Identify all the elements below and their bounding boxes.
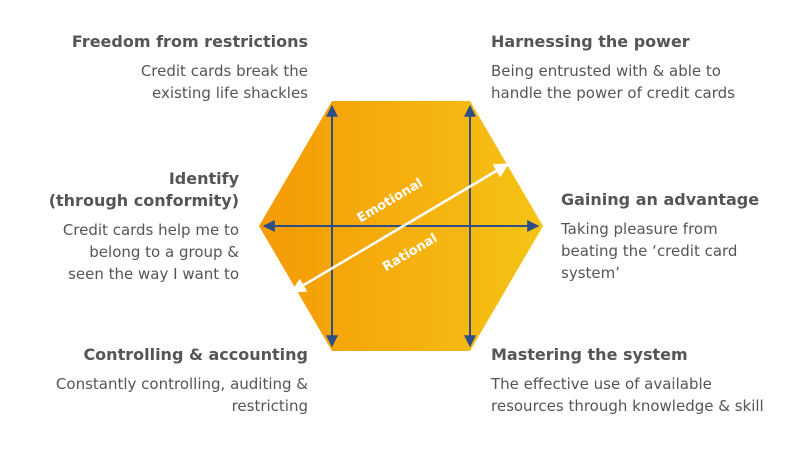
- segment-title: Freedom from restrictions: [71, 32, 308, 51]
- emotional-rational-diagonal-arrow: [290, 162, 510, 294]
- segment-description: The effective use of available resources…: [491, 375, 764, 415]
- segment-title: Identify (through conformity): [48, 169, 239, 210]
- segment-top-left: Freedom from restrictions Credit cards b…: [8, 31, 308, 104]
- segment-middle-right: Gaining an advantage Taking pleasure fro…: [561, 189, 800, 284]
- segment-description: Being entrusted with & able to handle th…: [491, 62, 735, 102]
- segment-description: Credit cards help me to belong to a grou…: [62, 221, 239, 283]
- segment-top-right: Harnessing the power Being entrusted wit…: [491, 31, 791, 104]
- segment-description: Taking pleasure from beating the ‘credit…: [561, 220, 738, 282]
- segment-title: Gaining an advantage: [561, 190, 760, 209]
- segment-bottom-left: Controlling & accounting Constantly cont…: [8, 344, 308, 417]
- segment-description: Constantly controlling, auditing & restr…: [55, 375, 308, 415]
- segment-title: Harnessing the power: [491, 32, 690, 51]
- segment-middle-left: Identify (through conformity) Credit car…: [0, 168, 239, 285]
- segment-title: Mastering the system: [491, 345, 688, 364]
- segment-description: Credit cards break the existing life sha…: [140, 62, 308, 102]
- segment-bottom-right: Mastering the system The effective use o…: [491, 344, 791, 417]
- segment-title: Controlling & accounting: [83, 345, 308, 364]
